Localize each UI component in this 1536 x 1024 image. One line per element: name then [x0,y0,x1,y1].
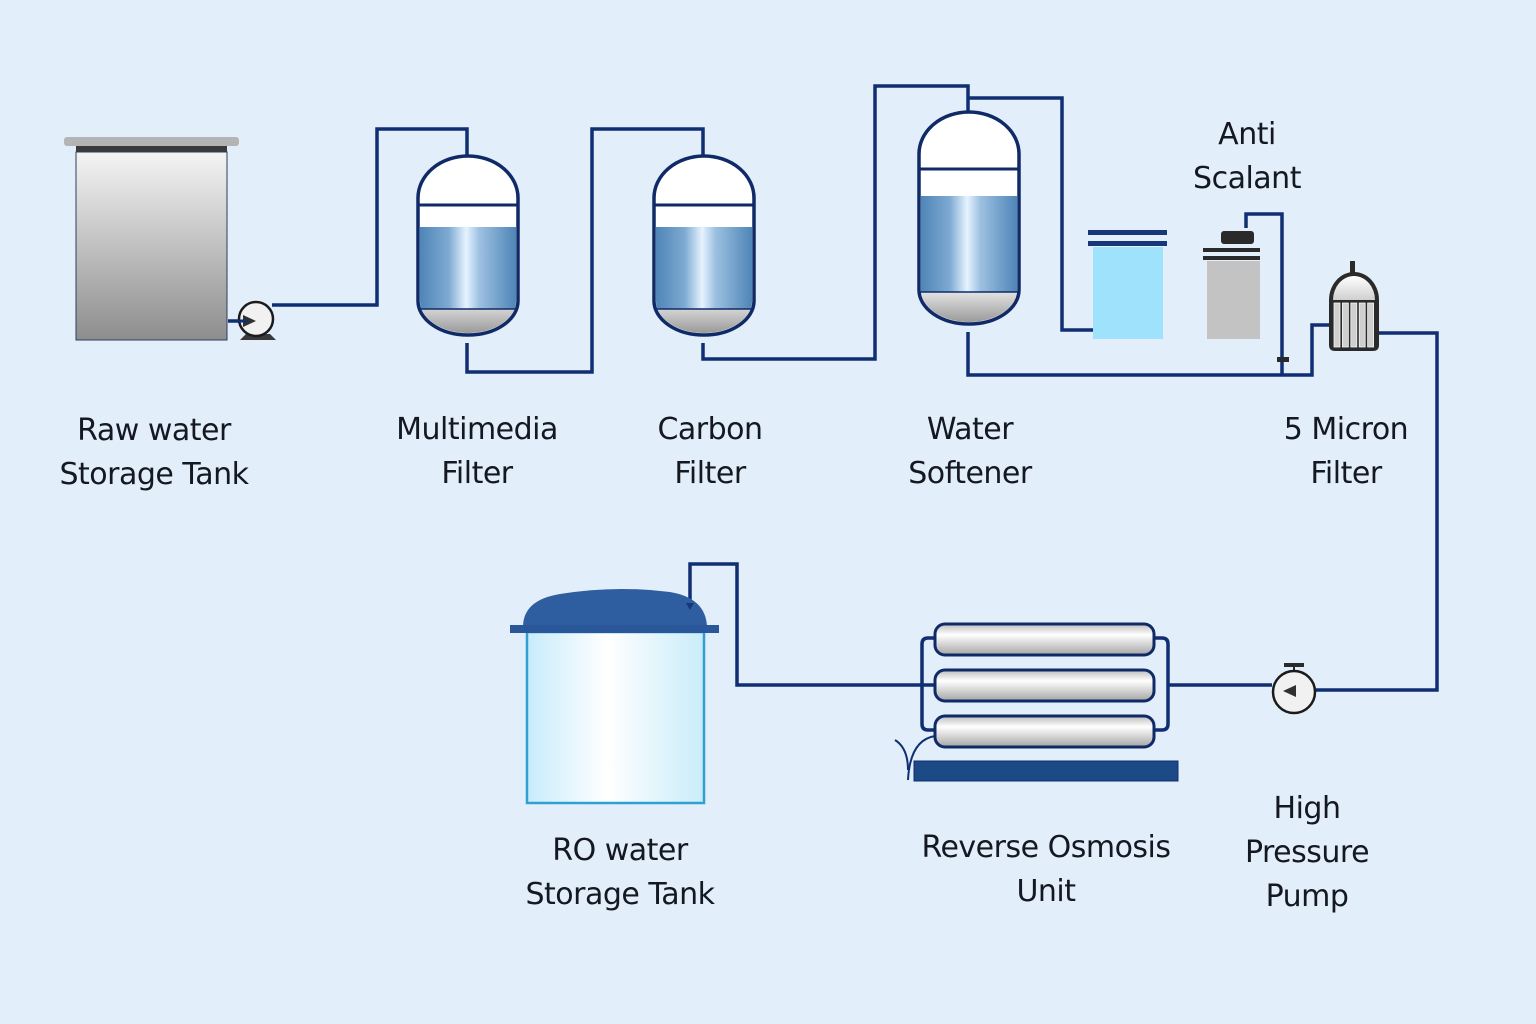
dosing-tank-band-top [1203,248,1260,252]
label-line: Storage Tank [525,877,715,912]
ro-membrane [933,714,1156,749]
ro-skid-base [913,760,1179,782]
micron-cartridge [1333,302,1341,348]
dosing-tank-body [1207,261,1260,339]
micron-cartridge [1367,302,1374,348]
label-high-pressure-pump: High Pressure Pump [1244,787,1370,919]
vessel-outline [652,154,756,337]
pipe-multimedia-to-carbon [465,127,705,374]
ro-tank-body [525,630,706,805]
label-line: Softener [908,456,1032,491]
label-line: Raw water [77,413,231,448]
ro-water-tank [510,588,719,805]
micron-cartridges [1333,302,1374,348]
label-line: Pressure [1244,835,1370,870]
ro-membranes [933,622,1156,749]
label-micron-filter: 5 Micron Filter [1283,408,1409,496]
dosing-tank-band-bottom [1203,256,1260,260]
micron-cartridge [1342,302,1349,348]
label-water-softener: Water Softener [908,408,1032,496]
label-ro-water-tank: RO water Storage Tank [525,829,715,917]
raw-tank-body [75,151,228,341]
brine-tank-body [1093,247,1163,339]
ro-membrane [933,622,1156,657]
pipe-pump-to-multimedia [272,127,469,307]
multimedia-filter-vessel [416,154,520,337]
label-line: 5 Micron [1283,412,1409,447]
label-line: Anti [1218,117,1276,152]
label-line: Storage Tank [59,457,249,492]
ro-unit [894,622,1179,782]
pipes [228,84,1439,692]
vessel-outline [917,110,1021,326]
vessel-outline [416,154,520,337]
pipe-micron-to-hp-pump [1316,331,1439,692]
pipe-ro-to-product-tank [688,562,935,687]
pipe-antiscalant-dosing [1244,212,1284,375]
filter-media [656,227,752,309]
label-anti-scalant: Anti Scalant [1193,113,1301,201]
label-line: Reverse Osmosis [921,830,1171,865]
label-line: Unit [1016,874,1076,909]
label-line: Filter [1310,456,1382,491]
brine-tank-band-bottom [1088,241,1167,246]
label-line: RO water [552,833,688,868]
raw-tank-rim [76,146,227,152]
pipe-softener-to-micron [966,323,1330,377]
carbon-filter-vessel [652,154,756,337]
label-line: Water [926,412,1014,447]
brine-tank [1088,230,1167,339]
pipe-carbon-to-softener [701,84,970,361]
brine-tank-band-top [1088,230,1167,235]
micron-cartridge [1350,302,1358,348]
ro-membrane [933,668,1156,703]
label-line: Multimedia [396,412,558,447]
label-raw-water-tank: Raw water Storage Tank [59,409,249,497]
label-line: Pump [1265,879,1349,914]
high-pressure-pump-icon [1271,663,1317,715]
pipe-softener-to-brine [968,96,1098,332]
ro-tank-lid-rim [510,625,719,633]
label-line: Filter [674,456,746,491]
label-carbon-filter: Carbon Filter [657,408,763,496]
water-softener-vessel [917,110,1021,326]
raw-water-tank [64,137,239,341]
raw-tank-lid [64,137,239,146]
label-multimedia-filter: Multimedia Filter [396,408,558,496]
anti-scalant-doser [1203,231,1289,362]
label-line: Carbon [657,412,763,447]
gravel-layer [921,290,1017,322]
injection-point [1277,357,1289,362]
ro-tank-dome-lid [523,588,707,627]
ro-headers [894,636,1170,781]
label-ro-unit: Reverse Osmosis Unit [921,826,1171,914]
micron-filter-housing [1329,261,1379,351]
label-line: Filter [441,456,513,491]
micron-cartridge [1358,302,1366,348]
filter-media [921,196,1017,292]
dosing-pump-head [1221,231,1254,244]
label-line: High [1273,791,1341,826]
feed-pump-icon [228,300,276,340]
label-line: Scalant [1193,161,1301,196]
filter-media [420,227,516,309]
